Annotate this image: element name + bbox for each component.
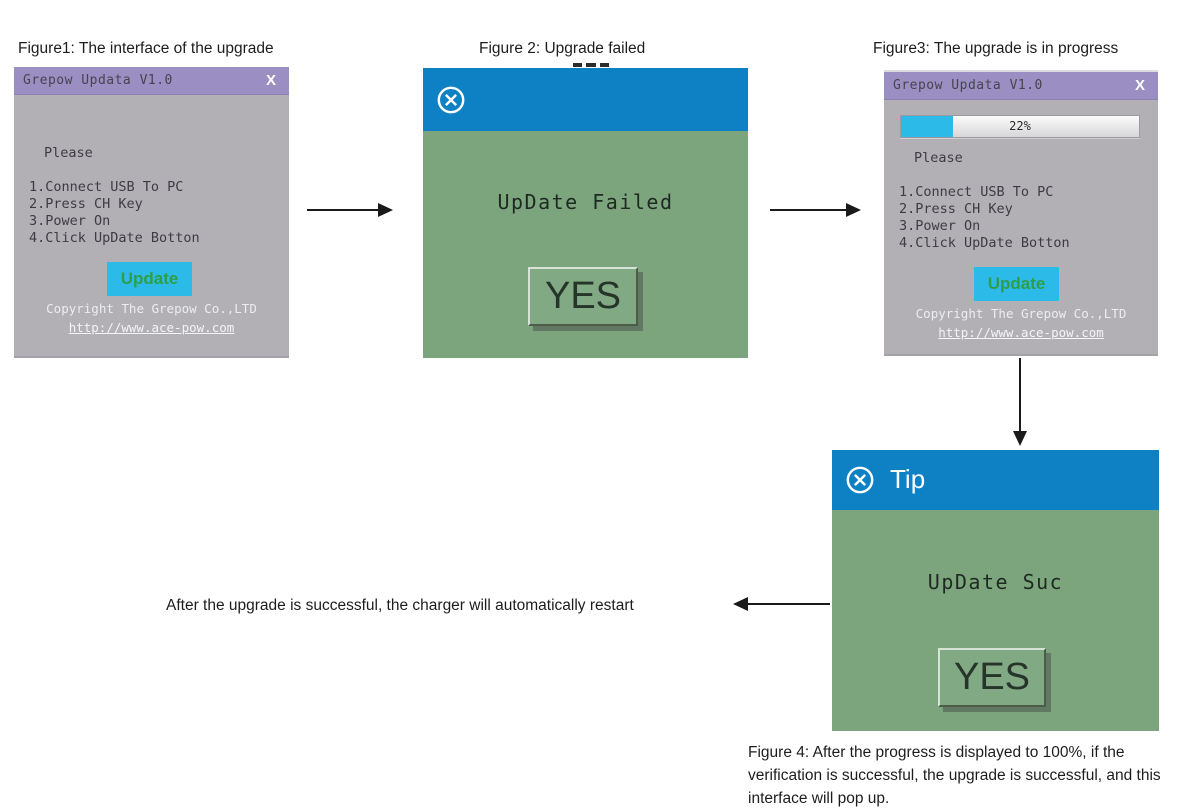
copyright-text: Copyright The Grepow Co.,LTD <box>46 301 257 316</box>
please-label: Please <box>914 150 963 166</box>
please-label: Please <box>44 145 93 161</box>
close-icon[interactable]: X <box>265 72 276 89</box>
figure2-caption: Figure 2: Upgrade failed <box>479 40 646 57</box>
instruction-steps: 1.Connect USB To PC 2.Press CH Key 3.Pow… <box>29 179 200 247</box>
arrow-fig3-to-fig4 <box>1013 358 1027 446</box>
window-title: Grepow Updata V1.0 <box>893 78 1043 93</box>
update-button[interactable]: Update <box>974 267 1059 301</box>
arrow-shaft <box>770 209 848 211</box>
window-body: Please 1.Connect USB To PC 2.Press CH Ke… <box>14 95 289 357</box>
updater-window-progress: Grepow Updata V1.0 X 22% Please 1.Connec… <box>884 70 1158 356</box>
close-icon[interactable]: X <box>1134 77 1145 94</box>
arrow-shaft <box>307 209 380 211</box>
failed-message: UpDate Failed <box>497 190 674 214</box>
update-button[interactable]: Update <box>107 262 192 296</box>
update-success-dialog: Tip UpDate Suc YES <box>832 450 1159 731</box>
step-item: 1.Connect USB To PC <box>29 179 184 195</box>
dialog-titlebar <box>423 68 748 131</box>
figure3-caption: Figure3: The upgrade is in progress <box>873 40 1119 57</box>
dialog-title: Tip <box>890 464 926 494</box>
website-link[interactable]: http://www.ace-pow.com <box>68 320 235 335</box>
progress-fill <box>901 116 954 137</box>
yes-button[interactable]: YES <box>938 648 1046 707</box>
update-failed-dialog: UpDate Failed YES <box>423 68 748 358</box>
window-title: Grepow Updata V1.0 <box>23 73 173 88</box>
step-item: 4.Click UpDate Botton <box>899 235 1070 251</box>
progress-percent-label: 22% <box>1009 119 1031 133</box>
step-item: 3.Power On <box>899 218 981 234</box>
figure1-caption: Figure1: The interface of the upgrade <box>18 40 274 57</box>
instruction-steps: 1.Connect USB To PC 2.Press CH Key 3.Pow… <box>899 184 1070 252</box>
window-body: 22% Please 1.Connect USB To PC 2.Press C… <box>884 100 1158 356</box>
arrow-shaft <box>1019 358 1021 432</box>
arrow-head-down <box>1013 431 1027 446</box>
titlebar: Grepow Updata V1.0 X <box>884 72 1158 100</box>
step-item: 2.Press CH Key <box>29 196 143 212</box>
figure4-caption: Figure 4: After the progress is displaye… <box>748 744 1161 807</box>
cropped-text-fragment <box>573 63 609 67</box>
copyright-text: Copyright The Grepow Co.,LTD <box>915 306 1127 321</box>
updater-window-initial: Grepow Updata V1.0 X Please 1.Connect US… <box>14 67 289 358</box>
arrow-fig2-to-fig3 <box>770 203 861 217</box>
arrow-shaft <box>746 603 830 605</box>
arrow-fig4-to-note <box>733 597 830 611</box>
step-item: 1.Connect USB To PC <box>899 184 1054 200</box>
arrow-fig1-to-fig2 <box>307 203 393 217</box>
success-message: UpDate Suc <box>927 570 1064 594</box>
close-circle-icon[interactable] <box>845 465 875 495</box>
dialog-titlebar: Tip <box>832 450 1159 510</box>
website-link[interactable]: http://www.ace-pow.com <box>938 325 1104 340</box>
close-circle-icon[interactable] <box>436 85 466 115</box>
url-row: http://www.ace-pow.com <box>884 324 1158 342</box>
arrow-head-left <box>733 597 748 611</box>
progress-bar: 22% <box>900 115 1140 138</box>
step-item: 3.Power On <box>29 213 111 229</box>
yes-button[interactable]: YES <box>528 267 638 326</box>
arrow-head-right <box>846 203 861 217</box>
url-row: http://www.ace-pow.com <box>14 319 289 337</box>
titlebar: Grepow Updata V1.0 X <box>14 67 289 95</box>
arrow-head-right <box>378 203 393 217</box>
restart-note: After the upgrade is successful, the cha… <box>166 597 634 614</box>
step-item: 2.Press CH Key <box>899 201 1013 217</box>
step-item: 4.Click UpDate Botton <box>29 230 200 246</box>
